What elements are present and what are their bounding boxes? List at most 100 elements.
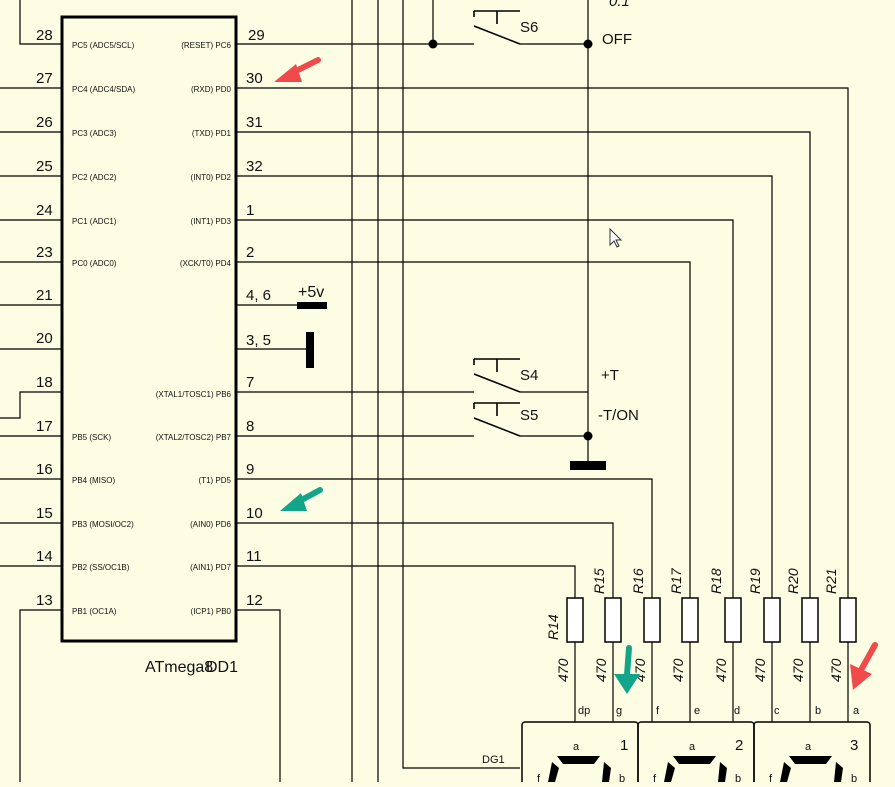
pin-label: (INT0) PD2 — [191, 173, 232, 182]
switch-name: S6 — [520, 19, 538, 36]
resistor-name: R21 — [823, 568, 839, 594]
segment-label: c — [774, 705, 780, 717]
resistor-name: R15 — [591, 568, 607, 594]
switch-function-label: -T/ON — [598, 407, 639, 424]
resistor-r19 — [763, 597, 781, 643]
junction-dot — [428, 39, 438, 49]
display-frame — [521, 721, 871, 787]
pin-number: 24 — [36, 202, 53, 219]
svg-text:b: b — [619, 773, 625, 782]
resistor-value: 470 — [670, 658, 686, 682]
pin-number: 28 — [36, 27, 53, 44]
pin-number: 31 — [246, 114, 263, 131]
segment-label: e — [694, 705, 700, 717]
resistor-r15 — [604, 597, 622, 643]
pin-number: 4, 6 — [246, 287, 271, 304]
pin-label: (TXD) PD1 — [192, 129, 232, 138]
resistor-name: R14 — [545, 614, 561, 640]
segment-label: g — [616, 705, 622, 717]
pin-label: PC3 (ADC3) — [72, 129, 117, 138]
svg-text:f: f — [769, 773, 773, 782]
switch-top-label: 0.1 — [609, 0, 630, 10]
svg-text:f: f — [653, 773, 657, 782]
resistor-name: R20 — [785, 568, 801, 594]
resistor-name: R18 — [708, 568, 724, 594]
svg-text:f: f — [537, 773, 541, 782]
pin-number: 8 — [246, 418, 254, 435]
resistor-r21 — [839, 597, 857, 643]
resistor-r20 — [801, 597, 819, 643]
segment-label: d — [734, 705, 740, 717]
pin-label: (RXD) PD0 — [191, 85, 232, 94]
switch-function-label: +T — [601, 367, 619, 384]
red-arrow-seg-a — [850, 642, 878, 690]
vcc-bar — [297, 302, 327, 309]
resistor-name: R16 — [630, 568, 646, 594]
digit-2: a f b 2 — [653, 737, 743, 785]
vcc-label: +5v — [298, 284, 324, 301]
segment-label: dp — [578, 705, 590, 717]
green-arrow-pin10 — [280, 487, 323, 511]
chip-name: ATmega8 — [145, 659, 213, 676]
pin-number: 17 — [36, 418, 53, 435]
resistor-bodies — [566, 597, 857, 643]
pin-number: 29 — [248, 27, 265, 44]
pin-number: 16 — [36, 461, 53, 478]
pin-label: PB3 (MOSI/OC2) — [72, 520, 134, 529]
resistor-value: 470 — [555, 658, 571, 682]
gnd-bar — [306, 332, 314, 368]
switch-name: S4 — [520, 367, 538, 384]
pin-label: PB1 (OC1A) — [72, 607, 117, 616]
pin-number: 13 — [36, 592, 53, 609]
digit-3: a f b 3 — [769, 737, 858, 785]
digit-number: 3 — [850, 737, 858, 754]
pin-label: (AIN1) PD7 — [190, 563, 231, 572]
resistor-value: 470 — [593, 658, 609, 682]
resistor-name: R17 — [668, 567, 684, 594]
digit-number: 1 — [620, 737, 628, 754]
pin-number: 1 — [246, 202, 254, 219]
pin-label: PC5 (ADC5/SCL) — [72, 41, 135, 50]
mouse-cursor-icon — [609, 227, 623, 248]
pin-number: 25 — [36, 158, 53, 175]
svg-text:a: a — [805, 741, 812, 753]
pin-number: 18 — [36, 374, 53, 391]
segment-label: a — [853, 705, 860, 717]
switch-s4 — [473, 358, 521, 393]
pin-label: (XTAL2/TOSC2) PB7 — [156, 433, 232, 442]
digit-number: 2 — [735, 737, 743, 754]
resistor-value: 470 — [713, 658, 729, 682]
resistor-value: 470 — [828, 658, 844, 682]
switch-name: S5 — [520, 407, 538, 424]
pin-number: 14 — [36, 548, 53, 565]
pin-label: PB2 (SS/OC1B) — [72, 563, 130, 572]
segment-label: b — [815, 705, 821, 717]
right-wires — [236, 0, 849, 782]
resistor-r17 — [681, 597, 699, 643]
pin-number: 12 — [246, 592, 263, 609]
pin-number: 23 — [36, 244, 53, 261]
pin-label: (T1) PD5 — [199, 476, 232, 485]
pin-label: PC2 (ADC2) — [72, 173, 117, 182]
pin-number: 20 — [36, 330, 53, 347]
red-arrow-pin30 — [274, 57, 321, 82]
switch-function-label: OFF — [602, 31, 632, 48]
pin-number: 21 — [36, 287, 53, 304]
gnd-bar — [570, 461, 606, 470]
switch-s6 — [473, 10, 521, 45]
pin-label: (INT1) PD3 — [191, 217, 232, 226]
resistor-name: R19 — [747, 568, 763, 594]
pin-number: 30 — [246, 70, 263, 87]
pin-number: 10 — [246, 505, 263, 522]
green-arrow-seg-g — [614, 645, 640, 694]
junction-dot — [583, 431, 593, 441]
pin-number: 7 — [246, 374, 254, 391]
pin-label: PB4 (MISO) — [72, 476, 115, 485]
svg-text:b: b — [735, 773, 741, 782]
pin-number: 32 — [246, 158, 263, 175]
pin-label: PC4 (ADC4/SDA) — [72, 85, 135, 94]
pin-number: 3, 5 — [246, 332, 271, 349]
resistor-value: 470 — [790, 658, 806, 682]
